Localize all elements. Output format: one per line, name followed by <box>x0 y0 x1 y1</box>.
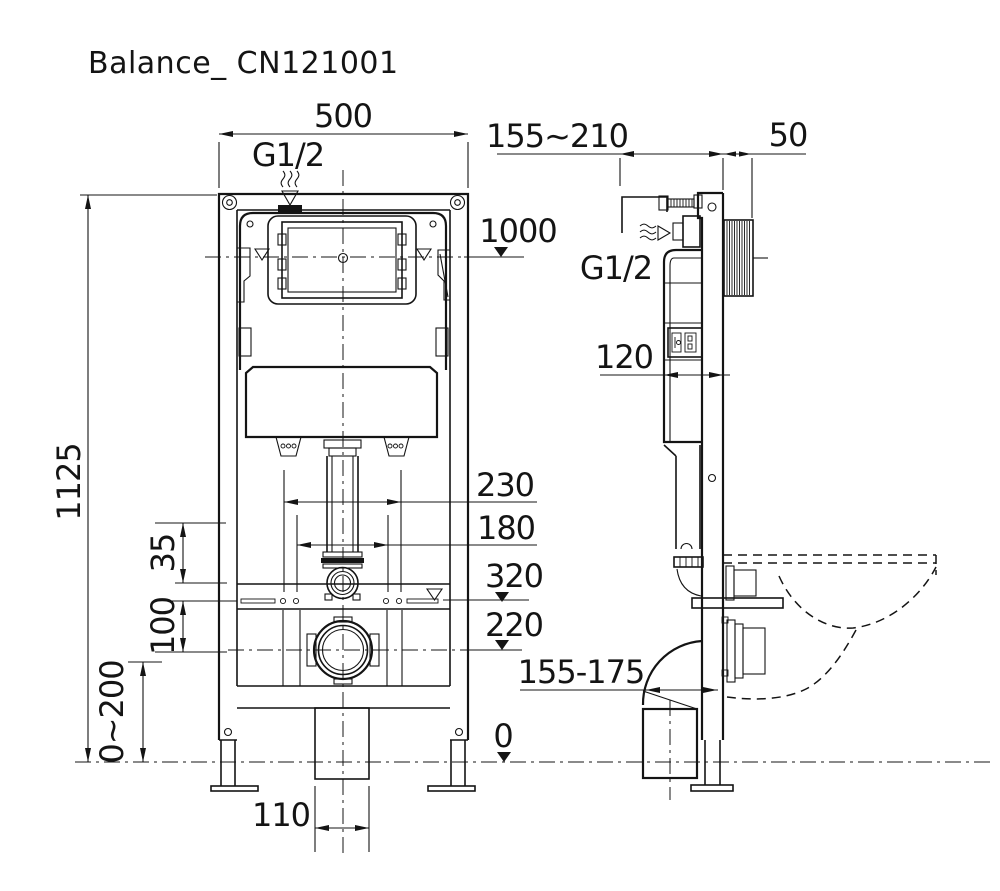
filled-triangle-level-icon <box>497 752 511 762</box>
dim-arrow <box>709 151 723 157</box>
dim-arrow <box>180 569 186 583</box>
open-triangle-level-icon <box>253 248 271 262</box>
dim-arrow <box>140 662 146 676</box>
dim-35-label: 35 <box>144 534 182 573</box>
access-window <box>281 221 403 299</box>
dim-arrow <box>664 372 678 378</box>
service-panel <box>667 327 703 358</box>
dim-outlet-offset-label: 155-175 <box>518 653 645 691</box>
dim-arrow <box>703 687 717 693</box>
level-220-label: 220 <box>485 606 543 644</box>
dim-height-label: 1125 <box>50 443 88 520</box>
inlet-label-side: G1/2 <box>580 249 652 287</box>
dimensions-front: 500 G1/2 1000 1125 35 100 0~200 230 <box>50 97 558 852</box>
supply-inlet-side <box>639 215 701 248</box>
side-view <box>621 191 937 800</box>
dim-arrow <box>85 195 91 209</box>
dim-arrow <box>620 151 634 157</box>
dim-arrow <box>180 601 186 615</box>
inlet-label-front: G1/2 <box>252 136 324 174</box>
frame-legs <box>210 740 476 792</box>
open-triangle-level-icon <box>415 248 433 262</box>
dim-arrow <box>180 523 186 537</box>
wavy-supply-icon <box>278 170 302 212</box>
dim-arrow <box>724 151 736 157</box>
bowl-support-plate <box>691 597 784 609</box>
screw-icon <box>449 194 466 211</box>
filled-triangle-level-icon <box>495 640 509 650</box>
dim-arrow <box>739 151 751 157</box>
access-window-surround <box>267 215 417 305</box>
dim-arrow <box>355 825 369 831</box>
toilet-bowl-outline <box>723 554 937 700</box>
dim-leg-adjust-label: 0~200 <box>93 660 131 763</box>
dim-120-label: 120 <box>595 338 653 376</box>
dim-arrow <box>297 542 311 548</box>
dim-arrow <box>374 542 388 548</box>
dim-100-label: 100 <box>144 597 182 655</box>
dimensions-side: 155~210 50 G1/2 120 155-175 <box>486 116 808 693</box>
dim-arrow <box>284 499 298 505</box>
dim-arrow <box>709 372 723 378</box>
flush-and-drain-side <box>641 444 784 800</box>
screw-icon <box>221 194 238 211</box>
wall-bracket <box>621 194 703 233</box>
filled-triangle-level-icon <box>494 247 508 257</box>
dim-arrow <box>219 131 233 137</box>
wall-anchor-block <box>723 219 768 297</box>
dim-arrow <box>315 825 329 831</box>
filled-triangle-level-icon <box>495 592 509 602</box>
front-view <box>205 170 478 856</box>
dim-width-label: 500 <box>314 97 372 135</box>
dim-arrow <box>140 748 146 762</box>
dim-arrow <box>387 499 401 505</box>
wavy-supply-icon <box>639 223 672 241</box>
level-1000-label: 1000 <box>479 212 556 250</box>
drain-pipe-stub <box>314 707 370 780</box>
dim-180-label: 180 <box>477 509 535 547</box>
dim-230-label: 230 <box>476 466 534 504</box>
dim-arrow <box>180 638 186 652</box>
frame-side <box>690 191 734 792</box>
drawing-title: Balance_ CN121001 <box>88 46 399 81</box>
level-0-label: 0 <box>493 717 512 755</box>
dim-110-label: 110 <box>252 796 310 834</box>
dim-depth-range-label: 155~210 <box>486 117 628 155</box>
open-triangle-level-icon <box>425 588 444 601</box>
dim-arrow <box>454 131 468 137</box>
dim-arrow <box>85 748 91 762</box>
cistern-side <box>662 248 703 444</box>
dim-arrow <box>646 687 660 693</box>
level-320-label: 320 <box>485 557 543 595</box>
dim-50-label: 50 <box>769 116 808 154</box>
cistern-front <box>237 211 450 457</box>
